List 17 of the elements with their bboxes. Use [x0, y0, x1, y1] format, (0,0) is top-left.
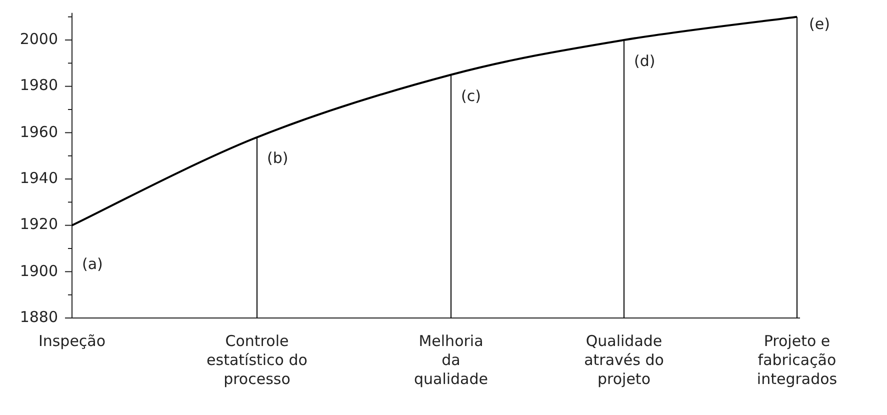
point-label: (b)	[267, 149, 288, 168]
point-label: (c)	[461, 86, 481, 106]
category-label: Controle estatístico do processo	[206, 332, 308, 389]
category-label: Qualidade através do projeto	[583, 332, 665, 389]
axis-tick-label: 1940	[18, 169, 58, 188]
category-label: Inspeção	[37, 332, 107, 351]
axis-tick-label: 1900	[18, 262, 58, 281]
category-label: Melhoria da qualidade	[412, 332, 490, 389]
axis-tick-label: 2000	[18, 30, 58, 49]
axis-tick-label: 1920	[18, 215, 58, 234]
axis-tick-label: 1880	[18, 308, 58, 327]
point-label: (e)	[809, 14, 830, 34]
axis-tick-label: 1980	[18, 76, 58, 96]
point-label: (a)	[82, 255, 103, 274]
category-label: Projeto e fabricação integrados	[756, 332, 838, 389]
point-label: (d)	[634, 52, 656, 71]
axis-tick-label: 1960	[18, 122, 58, 142]
